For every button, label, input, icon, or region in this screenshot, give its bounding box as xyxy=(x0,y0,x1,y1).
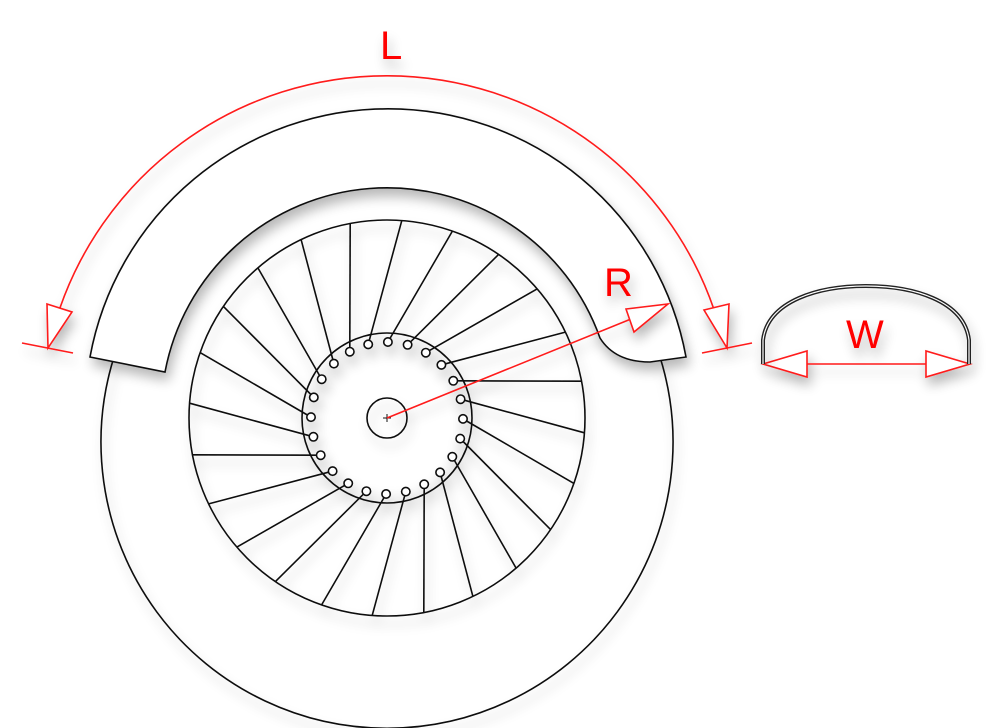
label-R: R xyxy=(604,261,633,305)
spoke xyxy=(453,460,517,569)
spoke-hole xyxy=(363,339,374,350)
spoke xyxy=(208,471,329,505)
spoke-hole xyxy=(420,347,431,358)
spoke-hole xyxy=(447,451,458,462)
spoke xyxy=(300,239,334,360)
width-arrow-left-icon xyxy=(760,349,808,379)
hub-circle xyxy=(366,397,408,439)
radius-arrowhead-icon xyxy=(624,302,671,334)
spoke-hole xyxy=(328,358,339,369)
spoke xyxy=(236,484,345,548)
spoke xyxy=(368,220,403,341)
spoke-hole xyxy=(400,486,411,497)
flange-circle xyxy=(301,332,473,504)
label-W: W xyxy=(846,313,884,357)
spoke xyxy=(222,305,312,396)
label-L: L xyxy=(380,24,402,68)
spoke xyxy=(445,331,566,365)
spoke xyxy=(371,495,406,616)
spoke-holes xyxy=(305,336,468,499)
spoke-hole xyxy=(308,392,319,403)
spoke xyxy=(274,493,365,583)
spoke xyxy=(466,420,575,485)
spoke-hole xyxy=(361,486,372,497)
spoke xyxy=(257,267,321,376)
spoke-hole xyxy=(455,394,466,405)
spoke xyxy=(464,399,585,434)
spoke-hole xyxy=(327,466,338,477)
spoke-hole xyxy=(382,336,393,347)
arc-length-dimension xyxy=(55,75,719,323)
spoke xyxy=(189,402,310,437)
spoke-hole xyxy=(315,450,326,461)
spoke-hole xyxy=(316,374,327,385)
spoke xyxy=(429,288,538,352)
spoke-hole xyxy=(343,478,354,489)
arrowhead-right-icon xyxy=(702,302,730,351)
spoke-hole xyxy=(419,479,430,490)
spoke-hole xyxy=(448,375,459,386)
spoke xyxy=(320,497,385,606)
spoke-hole xyxy=(435,467,446,478)
arrowhead-left-icon xyxy=(46,302,74,351)
fender xyxy=(89,108,687,373)
spoke-hole xyxy=(308,431,319,442)
spokes xyxy=(189,220,585,616)
spoke xyxy=(440,476,474,597)
width-arrow-right-icon xyxy=(925,349,973,379)
spoke-hole xyxy=(344,346,355,357)
spoke xyxy=(389,230,454,339)
spoke-hole xyxy=(457,413,468,424)
spoke-hole xyxy=(455,433,466,444)
tire-outline xyxy=(100,356,674,728)
spoke-hole xyxy=(436,359,447,370)
spoke-hole xyxy=(402,339,413,350)
radius-dimension xyxy=(386,303,669,419)
spoke-hole xyxy=(305,412,316,423)
spoke-hole xyxy=(381,488,392,499)
rim-circle xyxy=(188,219,586,617)
spoke xyxy=(199,351,308,416)
spoke xyxy=(462,440,552,531)
spoke xyxy=(409,253,500,343)
